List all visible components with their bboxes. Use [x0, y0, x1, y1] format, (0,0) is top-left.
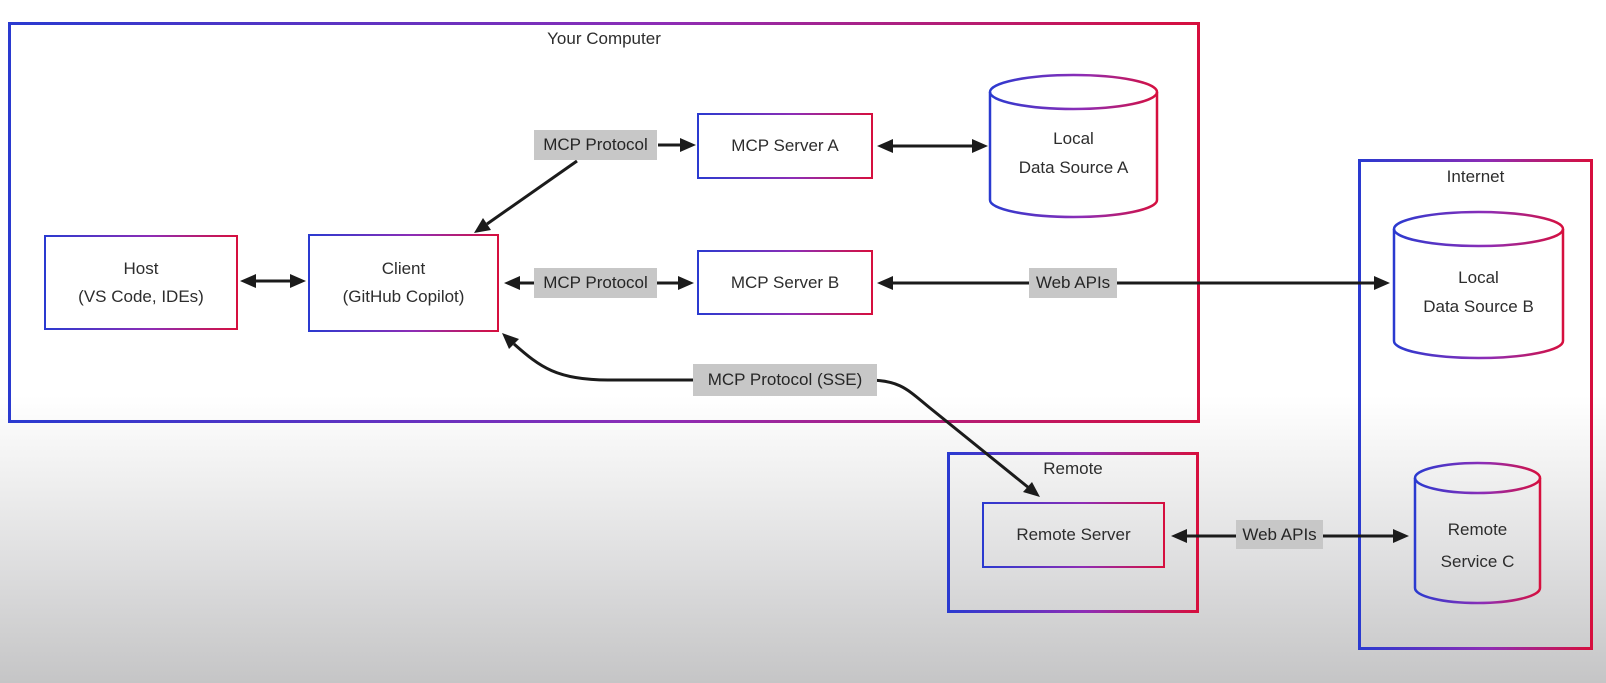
group-internet: Internet — [1358, 159, 1593, 650]
database-cylinder-remote-service-c — [1413, 461, 1542, 605]
node-host-subtitle: (VS Code, IDEs) — [78, 286, 204, 306]
edge-label-mcp-protocol-sse: MCP Protocol (SSE) — [693, 364, 877, 396]
arrow-protocol-to-server-a — [658, 138, 696, 152]
remote-service-c-line2: Service C — [1440, 552, 1515, 571]
node-mcp-server-b-label: MCP Server B — [730, 272, 840, 292]
arrow-server-a-datasource-a — [877, 139, 988, 153]
edge-label-mcp-protocol-b: MCP Protocol — [534, 268, 657, 298]
node-remote-service-c-label: Remote Service C — [1415, 514, 1540, 578]
arrow-protocol-to-client — [474, 159, 578, 233]
edge-label-mcp-protocol-a: MCP Protocol — [534, 130, 657, 160]
group-remote-title: Remote — [1043, 459, 1103, 478]
node-host-title: Host — [123, 258, 159, 278]
edge-label-web-apis-b: Web APIs — [1029, 268, 1117, 298]
arrow-client-remote-server-sse — [502, 333, 1040, 497]
node-client: Client (GitHub Copilot) — [308, 234, 499, 332]
edge-label-web-apis-c: Web APIs — [1236, 520, 1323, 549]
node-host: Host (VS Code, IDEs) — [44, 235, 238, 330]
database-cylinder-local-data-source-b — [1392, 210, 1565, 360]
local-data-source-a-line1: Local — [1053, 129, 1094, 148]
node-client-subtitle: (GitHub Copilot) — [342, 287, 465, 306]
arrow-server-b-datasource-b — [877, 276, 1390, 290]
local-data-source-b-line2: Data Source B — [1423, 297, 1534, 316]
node-mcp-server-b: MCP Server B — [697, 250, 873, 315]
group-internet-title: Internet — [1446, 167, 1505, 186]
node-remote-server: Remote Server — [982, 502, 1165, 568]
node-local-data-source-b-label: Local Data Source B — [1394, 263, 1563, 321]
node-mcp-server-a: MCP Server A — [697, 113, 873, 179]
database-cylinder-local-data-source-a — [988, 73, 1159, 219]
node-mcp-server-a-label: MCP Server A — [731, 136, 839, 155]
arrow-host-client — [240, 274, 306, 288]
node-client-title: Client — [381, 259, 426, 278]
remote-service-c-line1: Remote — [1447, 520, 1508, 539]
node-local-data-source-a-label: Local Data Source A — [990, 124, 1157, 182]
group-your-computer: Your Computer — [8, 22, 1200, 423]
local-data-source-b-line1: Local — [1458, 268, 1499, 287]
group-your-computer-title: Your Computer — [547, 29, 661, 48]
node-remote-server-label: Remote Server — [1016, 525, 1131, 544]
local-data-source-a-line2: Data Source A — [1018, 158, 1129, 177]
